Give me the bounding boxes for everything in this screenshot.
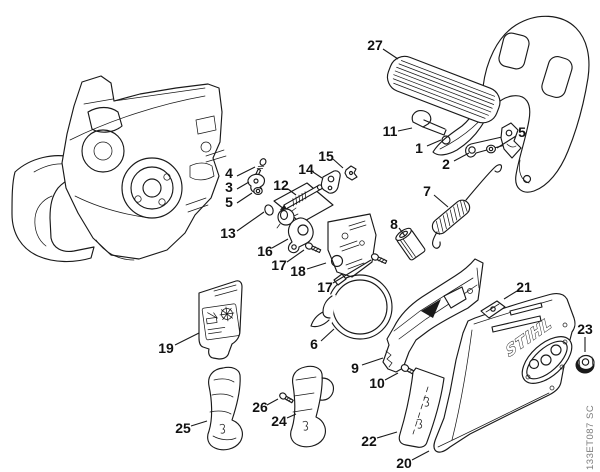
leader-18 (306, 262, 327, 270)
leader-17-right (332, 259, 372, 284)
callout-26: 26 (252, 399, 268, 415)
leader-27 (382, 48, 399, 60)
callout-25: 25 (175, 420, 191, 436)
leader-15 (332, 158, 344, 169)
handle-grip-pad (386, 55, 501, 124)
callout-27: 27 (367, 37, 383, 53)
handle-moulding-right (290, 365, 335, 448)
drawing-id: 133ET087 SC (585, 405, 596, 470)
leader-19 (174, 332, 200, 346)
leader-1 (426, 139, 442, 147)
leader-21 (503, 290, 518, 300)
callout-5-top: 5 (518, 124, 526, 140)
leader-26 (266, 398, 279, 406)
brake-mechanism-housing (382, 258, 484, 373)
callout-22: 22 (361, 433, 377, 449)
leader-22 (376, 431, 398, 439)
sprocket-cover: STIHL (433, 293, 576, 453)
leader-4 (236, 166, 256, 177)
callout-12: 12 (273, 177, 289, 193)
callout-16: 16 (257, 243, 273, 259)
spring-clip (344, 165, 358, 181)
leader-17-left (286, 249, 305, 263)
leader-14 (312, 171, 323, 179)
powerhead-assembly (11, 75, 227, 263)
leader-25 (190, 420, 208, 427)
callout-21: 21 (516, 279, 532, 295)
brake-band (310, 273, 393, 340)
hex-nut-mid (253, 187, 263, 195)
callout-labels: 27 11 1 2 5 7 4 14 15 3 5 12 13 16 17 18… (158, 37, 593, 471)
retainer-bracket (320, 170, 341, 194)
screw-17-right (370, 253, 388, 265)
leader-lines (174, 48, 586, 461)
guard-strip (398, 367, 445, 448)
callout-17-left: 17 (271, 257, 287, 273)
leader-20 (411, 450, 430, 461)
callout-2: 2 (442, 156, 450, 172)
leader-5-top (496, 135, 517, 149)
callout-8: 8 (390, 216, 398, 232)
handle-moulding-left (207, 366, 243, 451)
callout-11: 11 (383, 123, 398, 139)
rubber-sleeve (395, 227, 426, 261)
callout-3: 3 (225, 179, 233, 195)
adjuster-knob (276, 207, 299, 229)
brake-tension-spring (431, 164, 503, 249)
screw-17-left (304, 242, 322, 254)
callout-17-right: 17 (317, 279, 333, 295)
leader-11 (397, 127, 413, 132)
leader-2 (453, 152, 470, 162)
callout-1: 1 (415, 140, 423, 156)
callout-18: 18 (290, 263, 306, 279)
screw-26 (279, 392, 294, 404)
o-ring (264, 204, 274, 216)
chain-side-plate (327, 213, 377, 278)
callout-5-mid: 5 (225, 194, 233, 210)
leader-3 (236, 181, 250, 190)
callout-19: 19 (158, 340, 174, 356)
callout-9: 9 (351, 360, 359, 376)
hex-nut-top (486, 144, 496, 154)
leader-10 (384, 372, 399, 381)
leader-13 (236, 211, 265, 232)
clip-plate (480, 300, 506, 319)
callout-15: 15 (318, 148, 334, 164)
leader-9 (361, 357, 384, 366)
leader-12 (287, 188, 297, 196)
callout-14: 14 (298, 161, 314, 177)
leader-7 (433, 194, 449, 208)
collar-nut (575, 354, 595, 374)
leader-24 (286, 413, 297, 419)
leader-5-mid (236, 192, 253, 204)
leader-6 (320, 328, 335, 342)
leader-16 (271, 238, 289, 249)
callout-23: 23 (577, 321, 593, 337)
pivot-bracket (287, 217, 314, 254)
brake-link-lever (465, 122, 522, 159)
callout-13: 13 (220, 225, 236, 241)
warning-pictogram-plate (198, 280, 243, 360)
callout-24: 24 (271, 413, 287, 429)
callout-6: 6 (310, 336, 318, 352)
leader-8 (398, 227, 406, 237)
callout-4: 4 (225, 165, 233, 181)
plug-button (411, 110, 447, 136)
callout-10: 10 (369, 375, 385, 391)
callout-20: 20 (396, 455, 412, 471)
callout-7: 7 (423, 183, 431, 199)
